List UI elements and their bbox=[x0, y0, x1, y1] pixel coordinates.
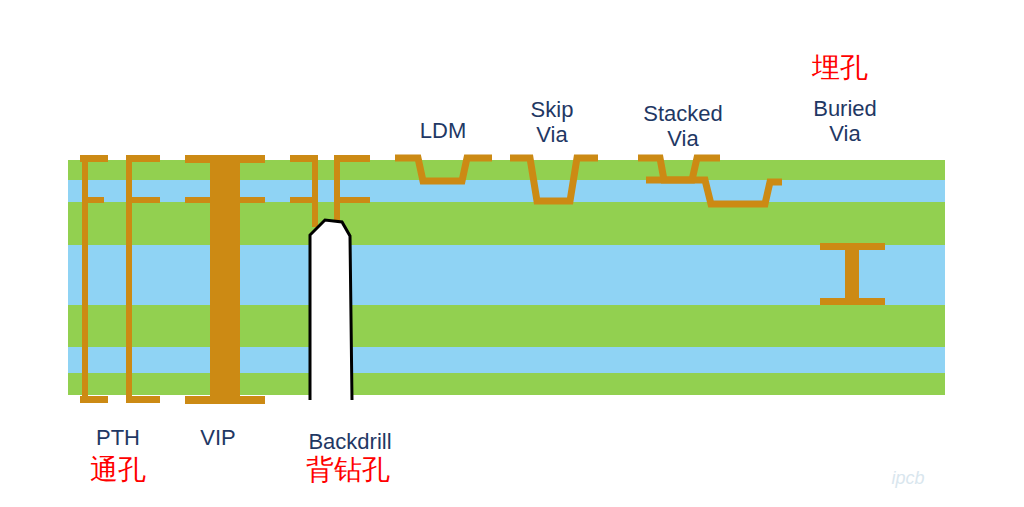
microvias bbox=[395, 158, 782, 204]
via-label: Skip Via bbox=[531, 97, 574, 148]
chinese-label: 背钻孔 bbox=[306, 454, 390, 486]
copper bbox=[80, 155, 885, 404]
chinese-label: 埋孔 bbox=[812, 52, 868, 84]
via-label: PTH bbox=[96, 425, 140, 450]
via-label: Stacked Via bbox=[643, 101, 723, 152]
chinese-label: 通孔 bbox=[90, 454, 146, 486]
via-label: Buried Via bbox=[813, 96, 877, 147]
board-layers bbox=[68, 160, 945, 395]
via-label: VIP bbox=[200, 425, 235, 450]
backdrill-hole bbox=[310, 220, 352, 400]
via-label: Backdrill bbox=[308, 429, 391, 454]
via-label: LDM bbox=[420, 118, 466, 143]
watermark: ipcb bbox=[891, 468, 924, 489]
